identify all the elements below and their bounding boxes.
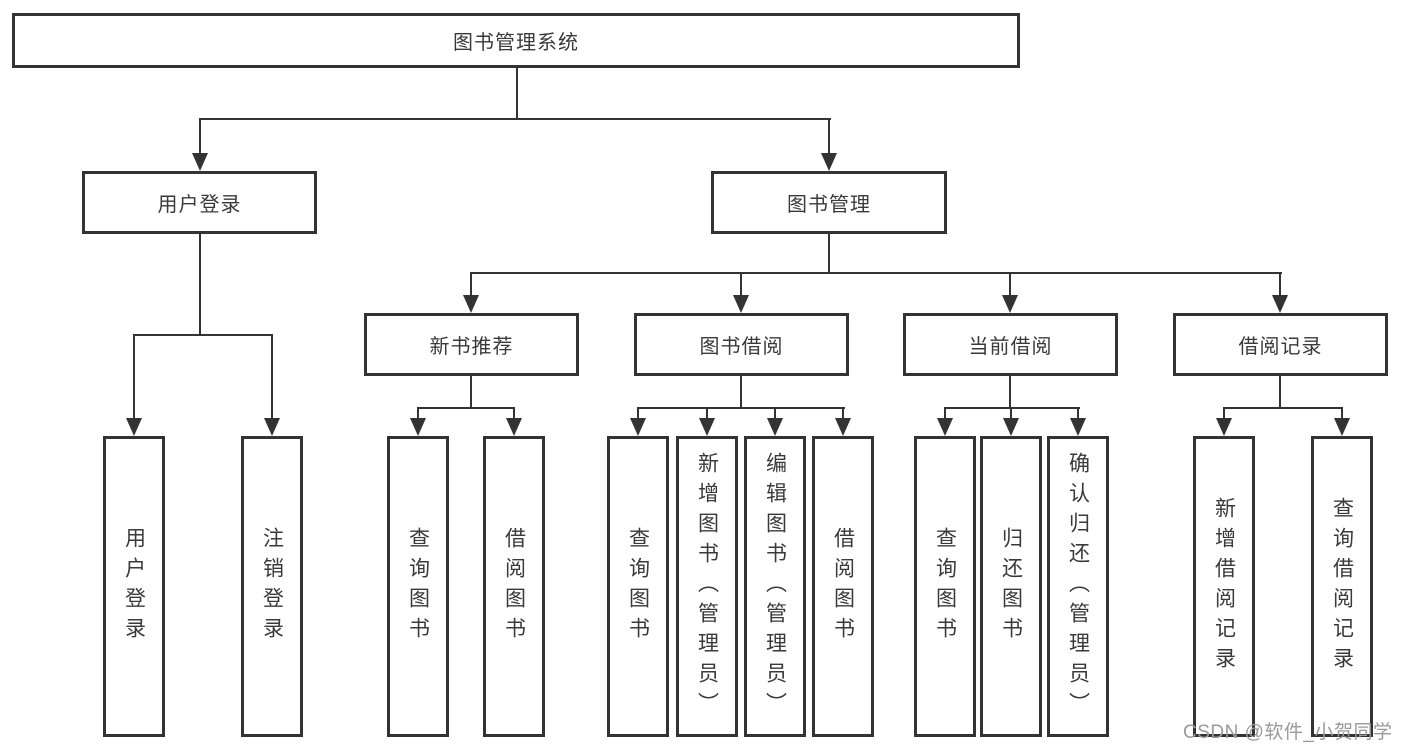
connector-bookmgmt-drop-3	[1009, 272, 1011, 300]
connector-records-branch	[1223, 407, 1343, 409]
leaf-newbook-query-books: 查询图书	[387, 436, 449, 737]
arrowhead-current-query	[937, 418, 953, 436]
arrowhead-newbook-query	[410, 418, 426, 436]
node-root-label: 图书管理系统	[453, 32, 579, 54]
connector-bookmgmt-stem	[828, 234, 830, 274]
connector-current-branch	[944, 407, 1080, 409]
connector-newbook-drop-2	[513, 407, 515, 422]
leaf-current-query-books-label: 查询图书	[933, 526, 957, 647]
node-book-borrow: 图书借阅	[634, 313, 849, 376]
node-new-book-recommend-label: 新书推荐	[429, 336, 514, 358]
node-current-borrow: 当前借阅	[903, 313, 1118, 376]
arrowhead-new-book-recommend	[463, 295, 479, 313]
arrowhead-borrow-query	[630, 418, 646, 436]
node-book-management: 图书管理	[711, 171, 947, 234]
connector-borrow-drop-3	[774, 407, 776, 422]
arrowhead-borrow-records	[1272, 295, 1288, 313]
leaf-current-query-books: 查询图书	[914, 436, 976, 737]
arrowhead-borrow-add	[699, 418, 715, 436]
connector-borrow-stem	[740, 376, 742, 409]
connector-newbook-stem	[470, 376, 472, 409]
leaf-logout: 注销登录	[241, 436, 303, 737]
arrowhead-book-borrow	[733, 295, 749, 313]
connector-borrow-drop-2	[706, 407, 708, 422]
node-root: 图书管理系统	[12, 13, 1020, 68]
leaf-records-add-record: 新增借阅记录	[1193, 436, 1255, 737]
node-current-borrow-label: 当前借阅	[968, 336, 1053, 358]
arrowhead-current-borrow	[1002, 295, 1018, 313]
connector-current-drop-3	[1077, 407, 1079, 422]
connector-userlogin-branch	[133, 334, 273, 336]
leaf-current-return-books-label: 归还图书	[999, 526, 1023, 647]
leaf-borrow-add-books-admin-label: 新增图书（管理员）	[695, 451, 719, 722]
node-borrow-records-label: 借阅记录	[1238, 336, 1323, 358]
arrowhead-current-confirm	[1070, 418, 1086, 436]
arrowhead-newbook-borrow	[506, 418, 522, 436]
leaf-borrow-query-books-label: 查询图书	[626, 526, 650, 647]
leaf-user-login-label: 用户登录	[122, 526, 146, 647]
leaf-current-return-books: 归还图书	[980, 436, 1042, 737]
connector-bookmgmt-drop-2	[740, 272, 742, 300]
arrowhead-leaf-user-login	[126, 418, 142, 436]
connector-root-drop-left	[199, 118, 201, 155]
arrowhead-records-query	[1334, 418, 1350, 436]
connector-newbook-branch	[417, 407, 515, 409]
connector-records-drop-1	[1223, 407, 1225, 422]
connector-current-drop-1	[944, 407, 946, 422]
leaf-newbook-query-books-label: 查询图书	[406, 526, 430, 647]
node-user-login: 用户登录	[82, 171, 317, 234]
connector-newbook-drop-1	[417, 407, 419, 422]
connector-borrow-drop-4	[842, 407, 844, 422]
connector-records-drop-2	[1341, 407, 1343, 422]
leaf-borrow-edit-books-admin-label: 编辑图书（管理员）	[763, 451, 787, 722]
connector-current-stem	[1009, 376, 1011, 409]
arrowhead-current-return	[1003, 418, 1019, 436]
leaf-borrow-add-books-admin: 新增图书（管理员）	[676, 436, 738, 737]
node-new-book-recommend: 新书推荐	[364, 313, 579, 376]
leaf-records-query-record-label: 查询借阅记录	[1330, 496, 1354, 677]
arrowhead-records-add	[1216, 418, 1232, 436]
connector-bookmgmt-branch	[470, 272, 1282, 274]
leaf-records-add-record-label: 新增借阅记录	[1212, 496, 1236, 677]
connector-userlogin-stem	[199, 234, 201, 336]
connector-userlogin-drop-2	[271, 334, 273, 420]
connector-borrow-drop-1	[637, 407, 639, 422]
leaf-newbook-borrow-books: 借阅图书	[483, 436, 545, 737]
arrowhead-leaf-logout	[264, 418, 280, 436]
node-book-borrow-label: 图书借阅	[699, 336, 784, 358]
node-book-management-label: 图书管理	[787, 194, 871, 216]
connector-userlogin-drop-1	[133, 334, 135, 420]
leaf-newbook-borrow-books-label: 借阅图书	[502, 526, 526, 647]
connector-bookmgmt-drop-4	[1279, 272, 1281, 300]
arrowhead-borrow-borrow	[835, 418, 851, 436]
watermark: CSDN @软件_小贺同学	[1183, 722, 1393, 743]
arrowhead-book-management	[821, 153, 837, 171]
connector-current-drop-2	[1010, 407, 1012, 422]
node-borrow-records: 借阅记录	[1173, 313, 1388, 376]
arrowhead-user-login	[192, 153, 208, 171]
leaf-current-confirm-return-admin-label: 确认归还（管理员）	[1066, 451, 1090, 722]
connector-bookmgmt-drop-1	[470, 272, 472, 300]
leaf-borrow-edit-books-admin: 编辑图书（管理员）	[744, 436, 806, 737]
leaf-current-confirm-return-admin: 确认归还（管理员）	[1047, 436, 1109, 737]
leaf-user-login: 用户登录	[103, 436, 165, 737]
leaf-records-query-record: 查询借阅记录	[1311, 436, 1373, 737]
node-user-login-label: 用户登录	[157, 194, 242, 216]
connector-records-stem	[1279, 376, 1281, 409]
arrowhead-borrow-edit	[767, 418, 783, 436]
connector-root-drop-right	[828, 118, 830, 155]
leaf-borrow-borrow-books-label: 借阅图书	[831, 526, 855, 647]
connector-borrow-branch	[637, 407, 845, 409]
leaf-borrow-borrow-books: 借阅图书	[812, 436, 874, 737]
connector-root-stem	[516, 68, 518, 119]
connector-root-branch	[199, 118, 831, 120]
leaf-logout-label: 注销登录	[260, 526, 284, 647]
leaf-borrow-query-books: 查询图书	[607, 436, 669, 737]
